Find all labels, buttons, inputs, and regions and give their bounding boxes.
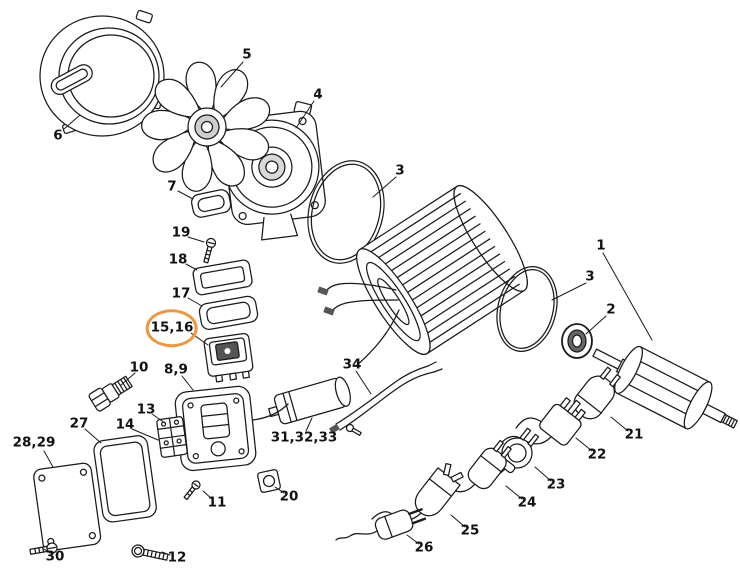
bolt-12 — [131, 544, 169, 561]
part-label-5[interactable]: 5 — [242, 46, 252, 63]
part-label-23[interactable]: 23 — [546, 476, 566, 493]
part-label-11[interactable]: 11 — [207, 494, 227, 511]
capacitor — [268, 376, 351, 425]
stator-wires — [317, 282, 400, 367]
part-label-8-9[interactable]: 8,9 — [164, 361, 188, 378]
part-label-26[interactable]: 26 — [414, 539, 434, 556]
o-ring-large — [307, 160, 385, 264]
motor-cover — [39, 9, 165, 137]
plug-26 — [335, 508, 427, 541]
part-label-27[interactable]: 27 — [69, 415, 89, 432]
part-label-31-33[interactable]: 31,32,33 — [270, 429, 338, 446]
terminal-box — [174, 385, 257, 472]
part-label-25[interactable]: 25 — [460, 522, 480, 539]
part-label-28-29[interactable]: 28,29 — [12, 434, 56, 451]
part-label-13[interactable]: 13 — [136, 401, 156, 418]
part-label-22[interactable]: 22 — [587, 446, 607, 463]
part-label-1[interactable]: 1 — [596, 237, 606, 254]
stator — [356, 184, 528, 356]
part-label-19[interactable]: 19 — [171, 224, 191, 241]
part-label-15-16[interactable]: 15,16 — [150, 319, 194, 336]
part-label-12[interactable]: 12 — [167, 549, 187, 566]
part-label-24[interactable]: 24 — [517, 494, 537, 511]
part-label-6[interactable]: 6 — [53, 127, 63, 144]
part-label-4[interactable]: 4 — [313, 86, 323, 103]
plug-24 — [427, 439, 512, 493]
screw-19 — [203, 237, 217, 264]
part-label-17[interactable]: 17 — [171, 285, 191, 302]
terminal-blocks — [156, 416, 188, 458]
bearing — [561, 323, 593, 359]
part-label-18[interactable]: 18 — [168, 251, 188, 268]
part-label-2[interactable]: 2 — [606, 301, 616, 318]
screw-11 — [183, 480, 201, 501]
cover-17 — [198, 295, 259, 331]
o-ring-small — [496, 266, 558, 352]
gasket-plate — [190, 189, 232, 218]
part-label-10[interactable]: 10 — [129, 359, 149, 376]
frame-18 — [192, 259, 253, 296]
screw-30 — [29, 542, 58, 555]
housing-gasket — [93, 435, 157, 523]
fan-wheel — [138, 61, 275, 196]
part-label-34[interactable]: 34 — [342, 356, 362, 373]
part-label-14[interactable]: 14 — [115, 416, 135, 433]
part-label-7[interactable]: 7 — [167, 178, 177, 195]
part-label-30[interactable]: 30 — [45, 548, 65, 565]
plug-21 — [515, 366, 621, 429]
part-label-3-right[interactable]: 3 — [585, 268, 595, 285]
part-label-3-left[interactable]: 3 — [395, 162, 405, 179]
part-label-20[interactable]: 20 — [279, 488, 299, 505]
part-label-21[interactable]: 21 — [624, 426, 644, 443]
cable-gland — [88, 375, 133, 412]
wiring-harness — [252, 361, 443, 434]
cover-plate — [33, 462, 102, 552]
rotor-shaft — [592, 345, 738, 430]
switch — [203, 333, 254, 383]
